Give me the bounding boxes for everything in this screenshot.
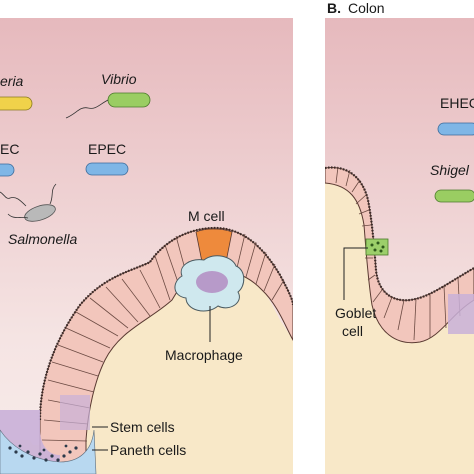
colon-brush-border [325, 166, 474, 302]
goblet-cell [365, 238, 389, 256]
label-goblet-line2: cell [342, 323, 363, 339]
listeria-bacterium [0, 96, 33, 111]
label-paneth-cells: Paneth cells [110, 442, 186, 458]
brush-border [38, 226, 293, 421]
colon-lamina-propria [325, 180, 474, 474]
label-stem-cells: Stem cells [110, 419, 175, 435]
paneth-cell-zone [0, 429, 97, 474]
epithelial-cell-borders [41, 233, 285, 442]
panel-b-colon [325, 18, 474, 474]
label-salmonella: Salmonella [8, 231, 77, 247]
label-vibrio: Vibrio [101, 71, 137, 87]
label-shigella: Shigel [430, 162, 470, 178]
salmonella-flagella [0, 183, 57, 219]
panel-a-labels: eria Vibrio EC EPEC Salmonella M cell Ma… [0, 71, 243, 458]
label-m-cell: M cell [188, 208, 225, 224]
paneth-granules [8, 444, 78, 462]
stem-cells-right [60, 395, 90, 430]
epec-left-bacterium [0, 163, 15, 177]
colon-cell-borders [335, 166, 461, 341]
label-macrophage: Macrophage [165, 347, 243, 363]
panel-b-title: Colon [348, 0, 385, 16]
panel-b-letter: B. [327, 0, 341, 16]
colon-stem-cells [448, 294, 474, 334]
goblet-mucus-granules [370, 241, 385, 253]
label-ehec: EHEC [440, 95, 474, 111]
macrophage-nucleus [196, 271, 228, 293]
salmonella-bacterium [24, 204, 56, 222]
vibrio-bacterium [107, 92, 151, 108]
ehec-bacterium [437, 122, 474, 136]
panel-a-small-intestine [0, 18, 293, 474]
label-epec-left: EC [0, 141, 19, 157]
goblet-pointer [343, 247, 368, 300]
panel-b-labels: EHEC Shigel Goblet cell [335, 95, 474, 339]
shigella-bacterium [434, 189, 474, 203]
label-listeria: eria [0, 73, 24, 89]
epec-bacterium [85, 162, 129, 176]
vibrio-flagellum [65, 99, 109, 119]
label-epec: EPEC [88, 141, 126, 157]
label-goblet-line1: Goblet [335, 305, 376, 321]
lamina-propria [0, 254, 293, 474]
